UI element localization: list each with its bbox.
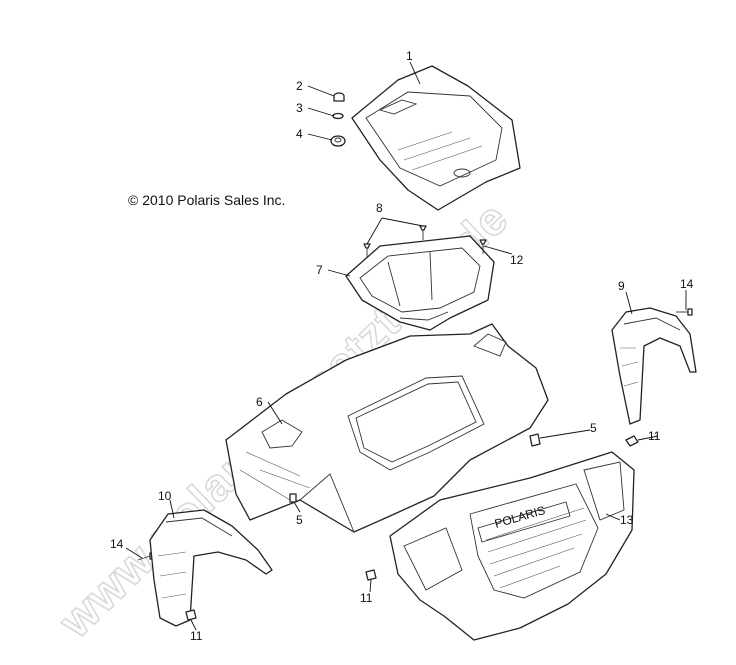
part-4-grommet (330, 135, 346, 147)
callout-leaders (125, 61, 687, 631)
part-14-screw-right (676, 308, 693, 316)
part-1-storage-cover (351, 65, 521, 211)
callout-3: 3 (296, 101, 303, 115)
part-11-clip-center (365, 569, 377, 581)
callout-13: 13 (620, 513, 634, 527)
part-8-screws (363, 225, 427, 258)
callout-2: 2 (296, 79, 303, 93)
part-5-clip-left (289, 493, 297, 503)
part-10-left-fender (149, 509, 273, 627)
callout-8: 8 (376, 201, 383, 215)
callout-12: 12 (510, 253, 524, 267)
callout-14-right: 14 (680, 277, 694, 291)
callout-6: 6 (256, 395, 263, 409)
callout-1: 1 (406, 49, 413, 63)
part-11-clip-left (185, 609, 197, 621)
callout-labels: 1 2 3 4 8 7 12 9 14 6 5 5 11 10 14 13 11… (110, 49, 694, 643)
part-7-storage-box (345, 235, 495, 331)
part-3-washer (332, 112, 344, 120)
callout-5-left: 5 (296, 513, 303, 527)
callout-7: 7 (316, 263, 323, 277)
callout-14-left: 14 (110, 537, 124, 551)
callout-9: 9 (618, 279, 625, 293)
callout-11-left: 11 (190, 629, 203, 643)
callout-11-right: 11 (648, 429, 661, 443)
part-9-right-fender (611, 307, 697, 425)
part-11-clip-right (625, 435, 639, 447)
callout-5-right: 5 (590, 421, 597, 435)
copyright-notice: © 2010 Polaris Sales Inc. (128, 192, 285, 208)
callout-4: 4 (296, 127, 303, 141)
part-5-clip-right (529, 433, 541, 447)
part-2-fastener (333, 92, 345, 102)
part-13-front-grille: POLARIS (389, 451, 635, 641)
callout-11-center: 11 (360, 591, 373, 605)
callout-10: 10 (158, 489, 172, 503)
part-6-hood (225, 323, 549, 533)
part-12-screw (479, 239, 487, 254)
